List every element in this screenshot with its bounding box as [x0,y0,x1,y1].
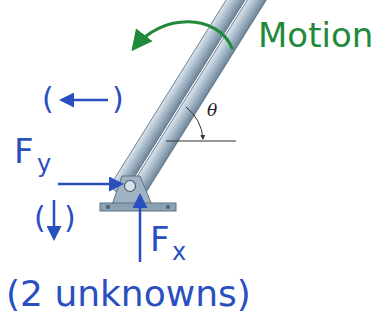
direction-arrow [62,99,108,102]
direction-arrow [53,200,56,238]
parenthesis: ( [34,203,46,233]
angle-arc [186,107,203,139]
note: (2 unknowns) [6,276,251,312]
force-label: F [150,222,170,256]
pipe [109,0,270,205]
motion-label: Motion [258,18,373,52]
force-subscript: y [37,152,51,176]
force-arrow [58,183,121,186]
force-subscript: x [172,240,186,264]
parenthesis: ) [112,84,124,114]
parenthesis: ( [42,84,54,114]
reference-line [166,141,236,142]
motion-arrow [134,22,232,48]
force-arrow [139,196,142,262]
pin-bracket [100,176,176,211]
angle-label: θ [207,102,217,119]
parenthesis: ) [64,203,76,233]
force-label: F [14,134,34,168]
